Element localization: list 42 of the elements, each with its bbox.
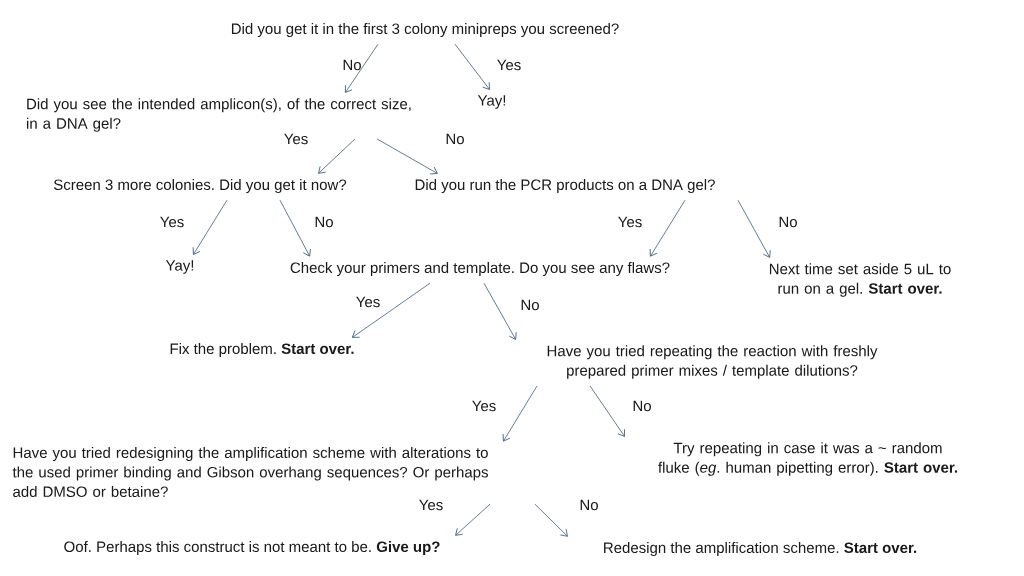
arrow xyxy=(318,138,356,174)
edge-label: Yes xyxy=(472,400,496,412)
arrow xyxy=(345,43,379,93)
arrow xyxy=(454,43,490,90)
arrow xyxy=(455,503,491,536)
flowchart-text: Oof. Perhaps this construct is not meant to be. Give up? xyxy=(64,541,440,555)
edge-label: No xyxy=(446,133,464,145)
arrow xyxy=(502,385,538,442)
edge-label: No xyxy=(521,299,539,311)
edge-label: Yes xyxy=(284,133,308,145)
flowchart-text: Have you tried redesigning the amplification scheme with alterations to the used primer binding and Gibson overhang sequences? Or perhaps add DMSO or betaine? xyxy=(12,447,488,497)
edge-label: Yes xyxy=(497,59,521,71)
flowchart-text: Did you run the PCR products on a DNA gel? xyxy=(415,179,715,193)
flowchart-text: Redesign the amplification scheme. Start over. xyxy=(604,542,917,556)
flowchart-text: Did you get it in the first 3 colony minipreps you screened? xyxy=(231,23,619,37)
flowchart-text: Check your primers and template. Do you see any flaws? xyxy=(290,262,670,276)
flowchart-text: Try repeating in case it was a ~ random fluke (eg. human pipetting error). Start over. xyxy=(658,442,958,476)
edge-label: No xyxy=(343,59,361,71)
edge-label: Yes xyxy=(419,499,443,511)
arrow xyxy=(351,282,431,338)
arrow xyxy=(483,282,517,340)
edge-label: No xyxy=(633,400,651,412)
arrow xyxy=(589,385,625,437)
arrow xyxy=(649,199,686,257)
flowchart-text: Have you tried repeating the reaction with freshly prepared primer mixes / template dilutions? xyxy=(547,345,878,379)
flowchart-text: Did you see the intended amplicon(s), of the correct size, in a DNA gel? xyxy=(27,98,411,132)
flowchart-text: Yay! xyxy=(165,260,194,274)
arrow xyxy=(534,503,568,537)
edge-label: No xyxy=(779,216,797,228)
edge-label: No xyxy=(315,216,333,228)
arrow xyxy=(192,199,228,255)
flowchart-text: Yay! xyxy=(477,95,506,109)
arrow xyxy=(279,199,311,257)
edge-label: No xyxy=(580,499,598,511)
edge-label: Yes xyxy=(160,216,184,228)
arrow xyxy=(737,199,771,258)
flowchart-text: Fix the problem. Start over. xyxy=(170,343,354,357)
arrow xyxy=(376,138,438,175)
edge-label: Yes xyxy=(618,216,642,228)
edge-label: Yes xyxy=(356,296,380,308)
flowchart-text: Screen 3 more colonies. Did you get it now? xyxy=(53,179,347,193)
flowchart-text: Next time set aside 5 uL to run on a gel. Start over. xyxy=(769,263,951,297)
